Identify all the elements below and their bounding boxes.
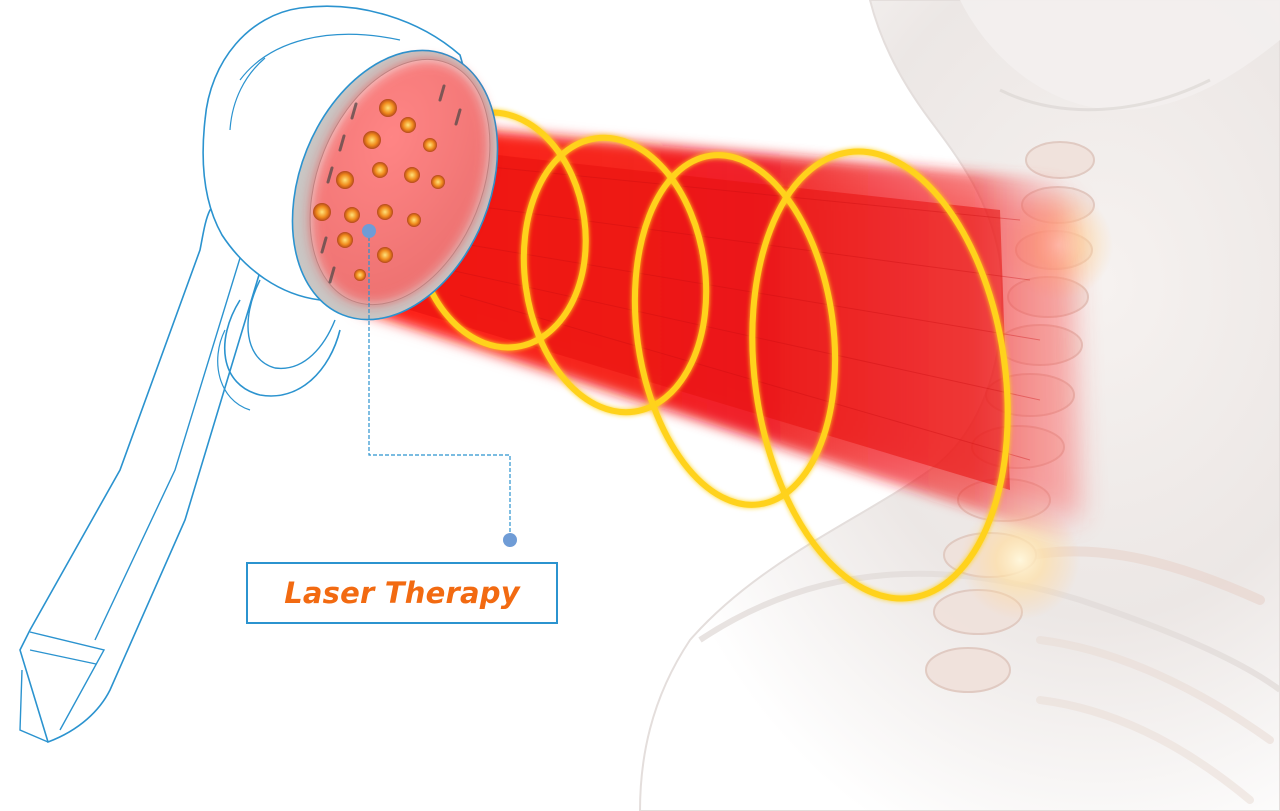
- callout-dot-end: [503, 533, 517, 547]
- laser-therapy-label: Laser Therapy: [284, 576, 520, 610]
- laser-therapy-label-box: Laser Therapy: [246, 562, 558, 624]
- callout-dot-start: [362, 224, 376, 238]
- handheld-laser-device-icon: [20, 6, 536, 742]
